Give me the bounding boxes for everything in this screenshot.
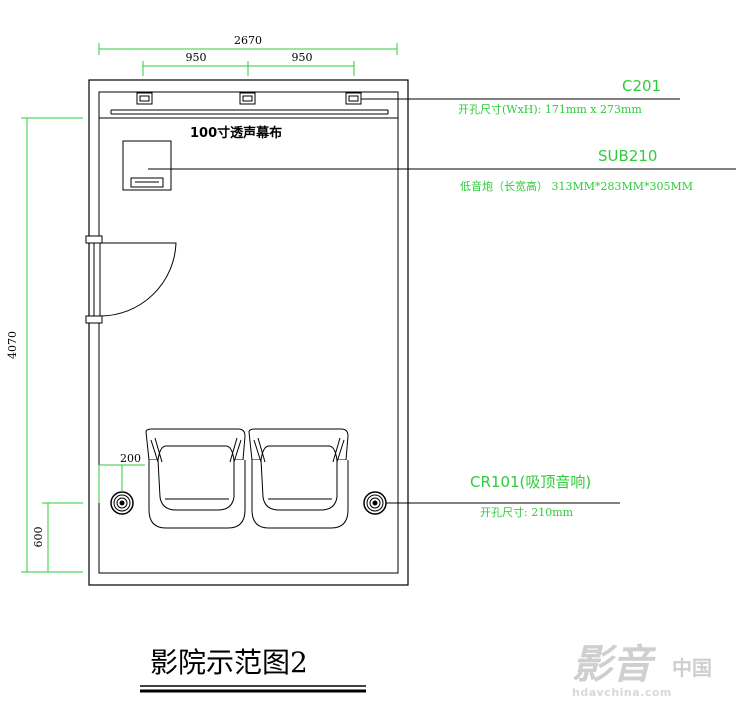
diagram-title: 影院示范图2 bbox=[150, 646, 308, 679]
c201-name: C201 bbox=[622, 77, 661, 95]
sub210-name: SUB210 bbox=[598, 147, 657, 165]
watermark-url: hdavchina.com bbox=[572, 686, 672, 699]
c201-spec: 开孔尺寸(WxH): 171mm x 273mm bbox=[458, 102, 642, 116]
top-dimension-spacing bbox=[142, 61, 355, 76]
watermark-logo-text: 影音 bbox=[572, 642, 657, 688]
top-dimension-total bbox=[98, 43, 398, 55]
c201-speaker-right bbox=[345, 92, 362, 105]
sub210-subwoofer bbox=[122, 140, 172, 191]
dim-left-spacing: 950 bbox=[186, 51, 207, 64]
dim-right-spacing: 950 bbox=[292, 51, 313, 64]
left-dimension-rear bbox=[42, 502, 83, 572]
dim-room-length: 4070 bbox=[6, 331, 19, 359]
wall-offset-dimension bbox=[98, 464, 145, 503]
cr101-name: CR101(吸顶音响) bbox=[470, 473, 591, 491]
dim-wall-offset: 200 bbox=[120, 452, 141, 465]
sub210-spec: 低音炮（长宽高） 313MM*283MM*305MM bbox=[460, 179, 693, 193]
c201-speaker-left bbox=[136, 92, 153, 105]
screen bbox=[99, 109, 398, 119]
door bbox=[85, 235, 177, 324]
dim-total-width: 2670 bbox=[234, 34, 262, 47]
cr101-speaker-right bbox=[363, 491, 387, 515]
dim-rear-offset: 600 bbox=[32, 527, 45, 548]
cr101-spec: 开孔尺寸: 210mm bbox=[480, 505, 574, 519]
room-inner-wall bbox=[98, 91, 399, 574]
sofa-right bbox=[248, 428, 349, 529]
watermark-logo: 影音 中国 hdavchina.com bbox=[572, 642, 712, 699]
left-dimension-length bbox=[21, 117, 83, 573]
c201-speaker-center bbox=[239, 92, 256, 105]
room-outer-wall bbox=[88, 79, 409, 586]
cr101-speaker-left bbox=[110, 491, 134, 515]
sofa-left bbox=[145, 428, 246, 529]
screen-label: 100寸透声幕布 bbox=[190, 125, 282, 141]
watermark-cn-text: 中国 bbox=[672, 656, 712, 680]
